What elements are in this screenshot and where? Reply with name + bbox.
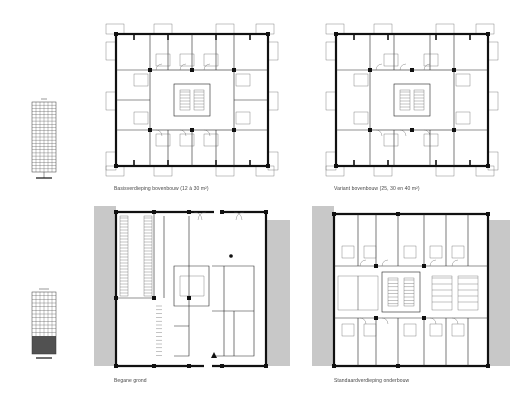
caption-basisverdieping: Basisverdieping bovenbouw (12 à 30 m²) xyxy=(114,186,209,192)
tower-elevation-upper xyxy=(30,98,58,182)
caption-begane-grond: Begane grond xyxy=(114,378,147,384)
floor-plan-standaardverdieping-onderbouw xyxy=(312,206,510,372)
floor-plan-basis-bovenbouw xyxy=(104,22,280,178)
floor-plan-variant-bovenbouw xyxy=(324,22,500,178)
tower-elevation-lower xyxy=(30,288,58,362)
caption-standaardverdieping: Standaardverdieping onderbouw xyxy=(334,378,410,384)
caption-variant: Variant bovenbouw (25, 30 en 40 m²) xyxy=(334,186,420,192)
floor-plan-begane-grond xyxy=(94,206,290,372)
